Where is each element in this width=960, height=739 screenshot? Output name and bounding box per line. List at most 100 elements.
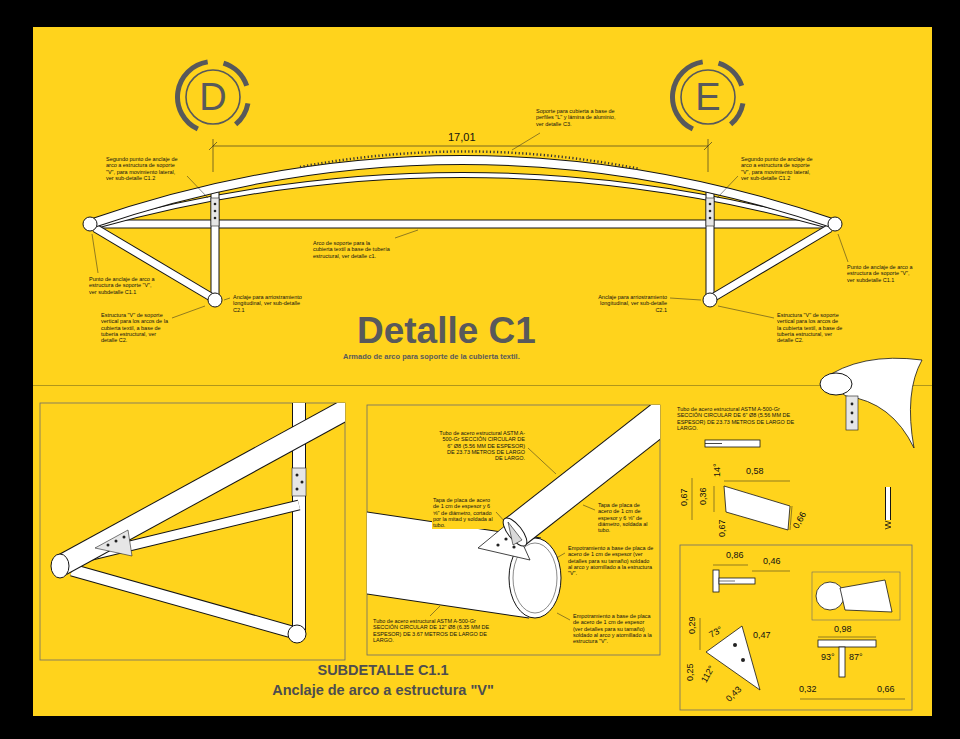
arch-truss [90,220,835,229]
dimension-value: 0,43 [723,683,744,704]
dimension-value: 0,67 [679,487,689,507]
callout-note: Anclaje para arriostramiento longitudina… [596,294,668,313]
dimension-value: 0,25 [685,662,695,682]
plate-details [818,637,876,638]
callout-note: Estructura "V" de soporte vertical para … [776,312,844,344]
plate-details [840,580,892,612]
dimension-value: 0,58 [745,466,765,476]
arch-truss [211,198,219,226]
dimension-value: 17,01 [447,131,477,144]
arch-truss [714,228,830,297]
leader-line [187,176,208,198]
v-structure-view [301,481,304,484]
callout-note: Tubo de acero estructural ASTM A-500-Gr … [372,618,492,643]
callout-note: Tubo de acero estructural ASTM A-500-Gr … [372,618,492,643]
callout-note: Anclaje para arriostramiento longitudina… [596,294,668,313]
plate-details [700,618,701,650]
arch-truss [706,188,715,298]
part-details [705,443,722,444]
angle-value: 87° [848,652,864,662]
v-structure-view [72,570,292,632]
leader-line [670,298,701,300]
arch-truss [214,210,217,213]
arch-truss [709,203,712,206]
part-details [886,487,890,520]
angle-value: 112° [699,663,718,685]
dimension-value: 0,47 [752,630,772,640]
callout-note: Segundo punto de anclaje de arco a estru… [740,156,820,181]
v-structure-view [51,403,345,643]
callout-note: Empotramiento a base de placa de acero d… [567,545,655,577]
callout-note: Anclaje para arriostramiento longitudina… [232,294,307,313]
callout-note: Empotramiento a base de placa de acero d… [567,545,655,577]
dimension-value: 0,36 [698,486,708,506]
leader-line [583,505,595,510]
callout-note: Tapa de placa de acero de 1 cm de espeso… [597,502,655,534]
leader-line [717,176,738,198]
callout-note: Estructura "V" de soporte vertical para … [776,312,844,344]
leader-line [528,448,556,474]
leader-line [838,234,848,262]
leader-line [92,133,848,620]
axis-ring [681,70,735,124]
dimension-value: 0,66 [791,509,810,531]
leader-line [92,234,98,273]
v-structure-view [107,544,110,547]
anchor-view [496,543,499,546]
drawing-title: Detalle C1 [357,312,536,349]
dimension-line [213,139,214,172]
plate-details [713,570,719,592]
arch-truss [703,293,717,307]
leader-line [512,133,540,150]
plate-details [812,572,900,620]
part-details [885,521,891,529]
callout-note: Segundo punto de anclaje de arco a estru… [105,156,185,181]
v-structure-view [60,403,345,566]
dimension-value: 0,25 [685,662,695,682]
dimension-value: 0,98 [833,624,853,634]
dimension-value: 0,66 [876,684,896,694]
dimension-value: 0,67 [679,487,689,507]
subdetail-heading: Anclaje de arco a estructura "V" [271,682,495,699]
dimension-value: 0,66 [876,684,896,694]
callout-note: Tapa de placa de acero de 1 cm de espeso… [597,502,655,534]
v-structure-view [123,536,126,539]
arch-truss [90,160,835,224]
dimension-value: 0,47 [752,630,772,640]
part-details [885,487,891,520]
callout-note: Soporte para cubierta a base de perfiles… [535,108,617,127]
grid-axis-marker: E [668,57,748,137]
arch-truss [208,293,222,307]
leader-line [557,613,570,620]
axis-letter: D [199,78,226,116]
callout-note: Estructura "V" de soporte vertical para … [100,312,170,344]
dimension-value: 0,36 [698,486,708,506]
dimension-line [213,146,708,147]
v-structure-view [296,474,299,477]
part-details [705,440,760,447]
v-structure-view [296,488,299,491]
dimension-value: 0,98 [833,624,853,634]
arch-truss [212,188,219,298]
plate-details [680,545,912,710]
arch-truss [707,188,714,298]
callout-note: Segundo punto de anclaje de arco a estru… [105,156,185,181]
callout-note: Segundo punto de anclaje de arco a estru… [740,156,820,181]
plate-details [733,643,737,647]
grid-axis-marker: D [173,57,253,137]
v-structure-view [292,468,306,496]
callout-note: Arco de soporte para la cubierta textil … [312,240,392,259]
v-structure-view [72,570,292,632]
arch-truss [95,175,830,226]
callout-note: Punto de anclaje de arco a estructura de… [846,264,916,283]
v-structure-view [60,403,345,566]
part-details [822,358,922,448]
arch-truss [95,175,830,226]
callout-note: Tubo de acero estructural ASTM A-500-Gr … [676,406,804,431]
v-structure-view [115,540,118,543]
plate-details [842,699,905,700]
anchor-view [512,545,515,548]
dimension-value: 0,29 [687,615,697,635]
angle-value: 87° [848,652,864,662]
